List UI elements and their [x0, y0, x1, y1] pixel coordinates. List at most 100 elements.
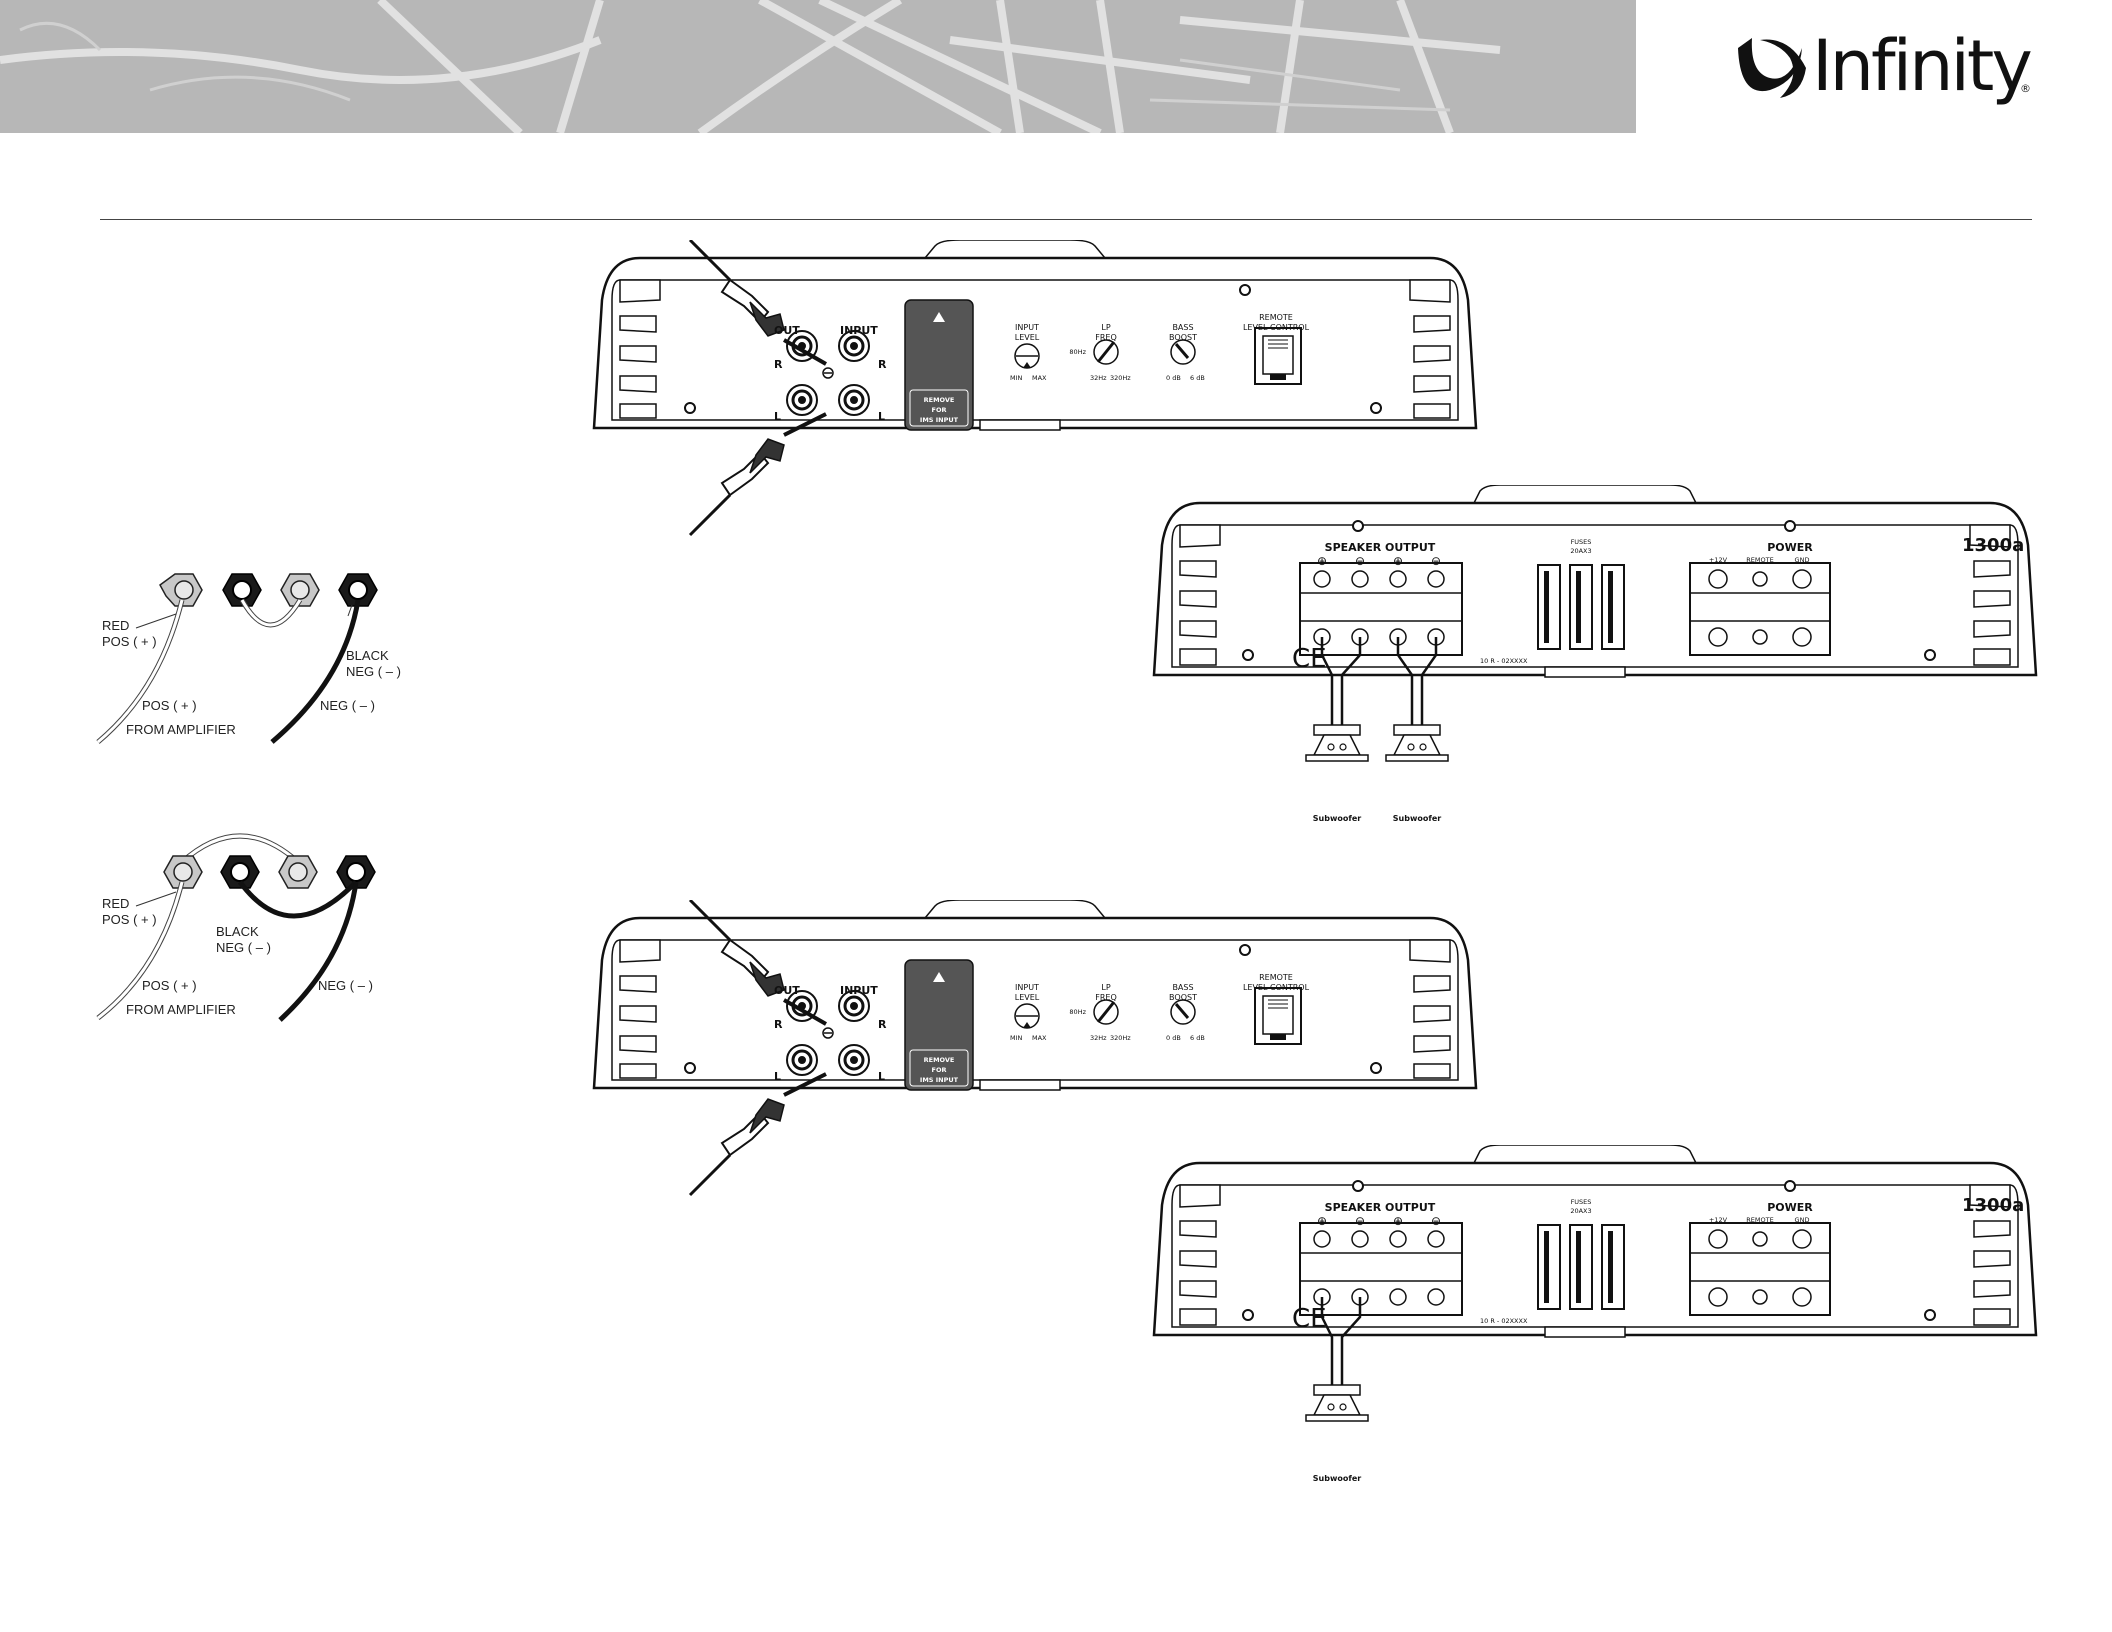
subwoofer-1: [1305, 1384, 1369, 1422]
terminal-symbol-4: ⊖: [1431, 554, 1441, 568]
r-label-left: R: [774, 358, 783, 371]
terminal-neg-1: [222, 573, 262, 607]
banner-texture: [0, 0, 1501, 133]
subwoofer-label: Subwoofer: [1313, 1474, 1361, 1483]
terminal-pos-2: [280, 573, 320, 607]
terminal-symbol-1: ⊕: [1317, 554, 1327, 568]
speaker-output-label: SPEAKER OUTPUT: [1325, 1201, 1436, 1214]
neg-label: NEG ( – ): [346, 664, 401, 679]
speaker-wiring-series: RED POS ( + ) BLACK NEG ( – ) POS ( + ) …: [96, 833, 376, 1022]
input-level-label-1: INPUT: [1015, 983, 1039, 992]
power-terminal-gnd: GND: [1795, 1216, 1810, 1224]
subwoofer-1: [1305, 724, 1369, 762]
l-label-left: L: [774, 1070, 781, 1083]
input-label: INPUT: [840, 324, 878, 337]
remote-label-2: LEVEL CONTROL: [1243, 323, 1310, 332]
bass-boost-high: 6 dB: [1190, 1034, 1205, 1042]
bass-boost-label-2: BOOST: [1169, 993, 1197, 1002]
lp-freq-mid: 80Hz: [1069, 348, 1086, 356]
wire-neg-label: NEG ( – ): [320, 698, 375, 713]
black-label: BLACK: [216, 924, 259, 939]
lp-freq-high: 320Hz: [1110, 374, 1131, 382]
wire-pos-label: POS ( + ): [142, 978, 197, 993]
speaker-wires-bridged: [1320, 1297, 1362, 1407]
subwoofer-2: [1385, 724, 1449, 762]
input-level-label-2: LEVEL: [1015, 333, 1040, 342]
terminal-symbol-3: ⊕: [1393, 1214, 1403, 1228]
bass-boost-label-1: BASS: [1172, 323, 1193, 332]
terminal-pos-1: [159, 573, 203, 607]
red-label: RED: [102, 896, 129, 911]
r-label-right: R: [878, 1018, 887, 1031]
pos-label: POS ( + ): [102, 634, 157, 649]
lp-freq-label-1: LP: [1101, 983, 1110, 992]
neg-label: NEG ( – ): [216, 940, 271, 955]
amp-output-panel-1: 1300a SPEAKER OUTPUT ⊕ ⊖ ⊕ ⊖ FUSES 20AX3…: [1152, 485, 2038, 823]
terminal-symbol-4: ⊖: [1431, 1214, 1441, 1228]
power-label: POWER: [1767, 541, 1813, 554]
amp-output-panel-2: 1300a SPEAKER OUTPUT ⊕ ⊖ ⊕ ⊖ FUSES 20AX3…: [1152, 1145, 2038, 1483]
header-banner: [0, 0, 1636, 133]
remove-label-2: FOR: [932, 1066, 947, 1074]
red-label: RED: [102, 618, 129, 633]
power-label: POWER: [1767, 1201, 1813, 1214]
bass-boost-low: 0 dB: [1166, 1034, 1181, 1042]
remove-label-2: FOR: [932, 406, 947, 414]
remote-label-1: REMOTE: [1259, 973, 1293, 982]
power-terminal-remote: REMOTE: [1746, 556, 1773, 564]
lp-freq-label-1: LP: [1101, 323, 1110, 332]
terminal-neg-2: [336, 855, 376, 889]
bass-boost-high: 6 dB: [1190, 374, 1205, 382]
terminal-symbol-2: ⊖: [1355, 554, 1365, 568]
power-terminal-gnd: GND: [1795, 556, 1810, 564]
registered-mark: ®: [2020, 82, 2031, 95]
serial-label: 10 R - 02XXXX: [1480, 1317, 1528, 1325]
power-terminal-12v: +12V: [1709, 1216, 1728, 1224]
input-level-label-1: INPUT: [1015, 323, 1039, 332]
remove-label-3: IMS INPUT: [920, 1076, 959, 1084]
pos-label: POS ( + ): [102, 912, 157, 927]
remote-label-1: REMOTE: [1259, 313, 1293, 322]
terminal-pos-2: [278, 855, 318, 889]
lp-freq-low: 32Hz: [1090, 374, 1107, 382]
input-level-max: MAX: [1032, 1034, 1047, 1042]
input-level-label-2: LEVEL: [1015, 993, 1040, 1002]
amp-input-panel-2: OUT INPUT R R L L REMOVE FOR IMS INPUT I…: [592, 900, 1478, 1197]
remove-label-1: REMOVE: [924, 396, 955, 404]
brand-name: Infinity: [1812, 25, 2033, 107]
model-label: 1300a: [1962, 535, 2024, 556]
lp-freq-high: 320Hz: [1110, 1034, 1131, 1042]
output-label: OUT: [774, 324, 800, 337]
fuses-label-2: 20AX3: [1570, 1207, 1591, 1215]
terminal-neg-2: [338, 573, 378, 607]
l-label-right: L: [878, 410, 885, 423]
speaker-wiring-parallel: RED POS ( + ) BLACK NEG ( – ) POS ( + ) …: [96, 573, 401, 744]
bass-boost-label-2: BOOST: [1169, 333, 1197, 342]
terminal-neg-1: [220, 855, 260, 889]
remove-label-3: IMS INPUT: [920, 416, 959, 424]
amp-input-panel-1: OUT INPUT R R L L REMOVE FOR IMS INPUT I…: [592, 240, 1478, 537]
remote-label-2: LEVEL CONTROL: [1243, 983, 1310, 992]
wire-pos-label: POS ( + ): [142, 698, 197, 713]
subwoofer-label-1: Subwoofer: [1313, 814, 1361, 823]
infinity-logo: Infinity ®: [1730, 25, 2040, 108]
model-label: 1300a: [1962, 1195, 2024, 1216]
output-label: OUT: [774, 984, 800, 997]
bass-boost-label-1: BASS: [1172, 983, 1193, 992]
input-level-min: MIN: [1010, 374, 1023, 382]
fuses-label-2: 20AX3: [1570, 547, 1591, 555]
lp-freq-mid: 80Hz: [1069, 1008, 1086, 1016]
fuses-label-1: FUSES: [1571, 1198, 1592, 1206]
terminal-symbol-3: ⊕: [1393, 554, 1403, 568]
r-label-right: R: [878, 358, 887, 371]
speaker-wires-parallel: [1320, 637, 1438, 747]
black-label: BLACK: [346, 648, 389, 663]
subwoofer-label-2: Subwoofer: [1393, 814, 1441, 823]
from-amp-label: FROM AMPLIFIER: [126, 1002, 236, 1017]
fuses-label-1: FUSES: [1571, 538, 1592, 546]
wire-neg-label: NEG ( – ): [318, 978, 373, 993]
terminal-symbol-2: ⊖: [1355, 1214, 1365, 1228]
header-rule: [100, 219, 2032, 220]
terminal-symbol-1: ⊕: [1317, 1214, 1327, 1228]
lp-freq-label-2: FREQ: [1095, 993, 1117, 1002]
